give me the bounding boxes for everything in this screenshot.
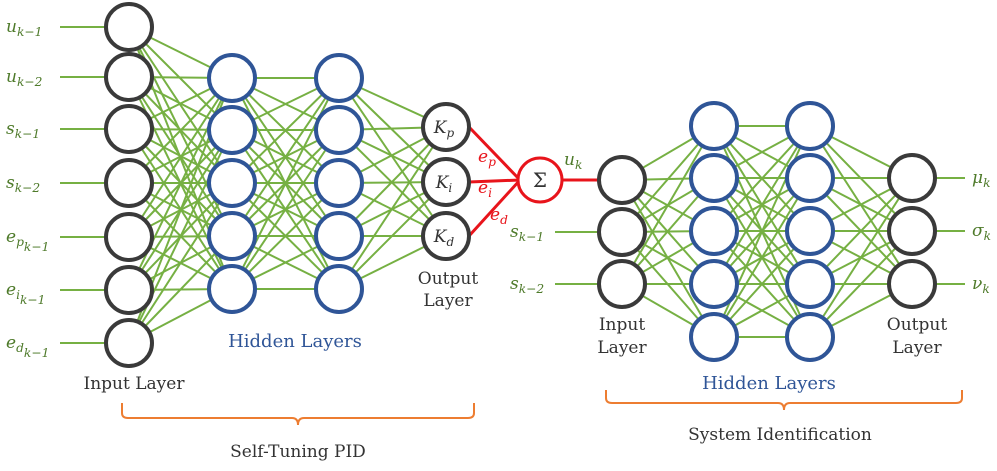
sysid-output-node (887, 259, 937, 309)
pid-output-node (421, 102, 471, 152)
sysid-hidden1-node (689, 153, 739, 203)
gain-label: Kd (433, 227, 455, 249)
pid-output-layer-label-line2: Layer (423, 291, 473, 311)
error-signal-line (468, 178, 521, 184)
variable-label: sk−2 (6, 173, 40, 195)
pid-input-node (104, 104, 154, 154)
summation-node (516, 156, 564, 204)
sysid-hidden2-node (785, 206, 835, 256)
sysid-hidden1-node (689, 206, 739, 256)
network-edge (713, 125, 811, 285)
variable-label: μk (972, 168, 990, 190)
sysid-hidden2-node (785, 101, 835, 151)
pid-hidden-layers-label: Hidden Layers (228, 331, 362, 352)
pid-hidden1-node (207, 53, 257, 103)
sysid-input-node (597, 155, 647, 205)
variable-label: νk (972, 274, 990, 296)
network-edge (621, 125, 715, 285)
variable-label: epk−1 (6, 227, 49, 254)
sysid-hidden1-node (689, 101, 739, 151)
pid-hidden1-node (207, 105, 257, 155)
variable-label: uk−1 (6, 17, 42, 39)
error-signal-line (467, 178, 522, 238)
sysid-hidden2-node (785, 259, 835, 309)
pid-input-node (104, 212, 154, 262)
gain-label: Ki (435, 173, 453, 195)
sysid-input-layer-label-line2: Layer (597, 338, 647, 358)
pid-hidden2-node (314, 211, 364, 261)
signal-lines (467, 125, 599, 238)
pid-input-node (104, 2, 154, 52)
variable-label: sk−1 (510, 222, 544, 244)
network-edge (338, 181, 447, 290)
pid-hidden2-node (314, 158, 364, 208)
variable-label: eik−1 (6, 280, 45, 307)
pid-hidden1-node (207, 211, 257, 261)
variable-label: σk (972, 221, 991, 243)
sysid-output-node (887, 153, 937, 203)
sysid-output-layer-label-line2: Layer (892, 338, 942, 358)
pid-group-label: Self-Tuning PID (230, 442, 366, 462)
network-edge (231, 129, 340, 290)
network-edge (338, 126, 447, 237)
pid-input-node (104, 318, 154, 368)
pid-hidden2-node (314, 264, 364, 314)
sysid-group-label: System Identification (688, 425, 872, 445)
sysid-bracket (605, 390, 963, 411)
sysid-input-node (597, 207, 647, 257)
sysid-output-layer-label-line1: Output (887, 315, 948, 335)
variable-label: ei (478, 178, 492, 200)
variable-label: uk−2 (6, 67, 43, 89)
sysid-hidden1-node (689, 312, 739, 362)
network-edge (128, 182, 233, 344)
variable-label: ed (490, 205, 508, 227)
network-edge (128, 77, 233, 238)
gain-label: Kp (433, 118, 455, 140)
pid-hidden1-node (207, 264, 257, 314)
pid-output-node (421, 211, 471, 261)
node-labels: uk−1 uk−2 sk−1 sk−2 epk−1 eik−1 edk−1 sk−1 sk−2 μ… (6, 17, 991, 360)
pid-input-node (104, 52, 154, 102)
network-edge (338, 126, 447, 290)
sysid-output-node (887, 206, 937, 256)
error-signal-line (467, 125, 522, 182)
pid-hidden1-node (207, 158, 257, 208)
sysid-input-node (597, 259, 647, 309)
network-edge (231, 182, 340, 290)
pid-hidden2-node (314, 53, 364, 103)
pid-hidden2-node (314, 105, 364, 155)
variable-label: ep (478, 147, 496, 169)
variable-label: edk−1 (6, 333, 49, 360)
sysid-hidden2-node (785, 153, 835, 203)
sysid-input-layer-label-line1: Input (599, 315, 645, 335)
pid-input-node (104, 158, 154, 208)
variable-label: sk−2 (510, 274, 544, 296)
sysid-hidden2-node (785, 312, 835, 362)
network-edge (809, 177, 913, 338)
sysid-hidden1-node (689, 259, 739, 309)
variable-label: sk−1 (6, 119, 40, 141)
pid-input-node (104, 265, 154, 315)
network-edge (231, 77, 340, 237)
variable-label: uk (564, 150, 582, 172)
pid-output-layer-label-line1: Output (418, 269, 479, 289)
pid-input-layer-label: Input Layer (84, 374, 186, 394)
network-nodes (104, 2, 937, 368)
sysid-hidden-layers-label: Hidden Layers (702, 373, 836, 394)
summation-symbol: Σ (533, 168, 547, 192)
pid-bracket (121, 403, 475, 426)
pid-output-node (421, 157, 471, 207)
network-edge (713, 177, 811, 338)
